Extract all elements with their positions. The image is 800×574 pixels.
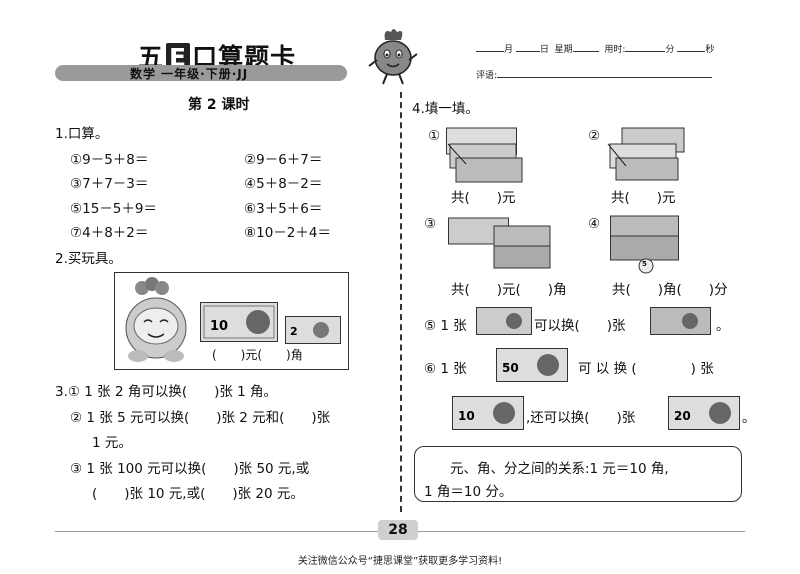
money-group-4 xyxy=(610,214,682,274)
q1-item: ⑥3＋5＋6＝ xyxy=(244,201,323,217)
q4-item5-pre: ⑤ 1 张 xyxy=(424,318,467,334)
money-group-3 xyxy=(448,214,552,270)
bill-value: 2 xyxy=(290,325,298,338)
q4-num-3: ③ xyxy=(424,216,437,232)
bill-value: 50 xyxy=(502,361,519,375)
subtitle-bar: 数学 一年级·下册·JJ xyxy=(55,65,347,81)
bill-item5-b xyxy=(650,307,712,335)
q4-item6-mid: 可 以 换 ( ) 张 xyxy=(578,361,714,377)
q4-item5-end: 。 xyxy=(716,318,730,334)
q1-item: ⑧10－2＋4＝ xyxy=(244,225,331,241)
note-text: 元、角、分之间的关系:1 元＝10 角, xyxy=(450,461,669,477)
q4-label: 4.填一填。 xyxy=(412,101,479,117)
q3-a: 3.① 1 张 2 角可以换( )张 1 角。 xyxy=(55,384,278,400)
q4-answer-2: 共( )元 xyxy=(611,190,676,206)
q3-c1: ③ 1 张 100 元可以换( )张 50 元,或 xyxy=(70,461,310,477)
bill-value: 10 xyxy=(458,409,475,423)
q1-label: 1.口算。 xyxy=(55,126,109,142)
q2-label: 2.买玩具。 xyxy=(55,251,122,267)
bill-item5-a xyxy=(476,307,532,335)
q2-price: ( )元( )角 xyxy=(212,348,303,362)
bill-2-jiao: 2 xyxy=(285,316,341,344)
footer-text: 关注微信公众号“捷思课堂”获取更多学习资料! xyxy=(297,556,503,567)
column-divider xyxy=(400,92,402,512)
bill-item6-20: 20 xyxy=(668,396,740,430)
q1-item: ④5＋8－2＝ xyxy=(244,176,323,192)
bill-item6-10: 10 xyxy=(452,396,524,430)
q4-num-2: ② xyxy=(588,128,601,144)
note-text-2: 1 角＝10 分。 xyxy=(424,484,513,500)
q3-c2: ( )张 10 元,或( )张 20 元。 xyxy=(92,486,304,502)
q4-item6-pre: ⑥ 1 张 xyxy=(424,361,467,377)
q4-num-4: ④ xyxy=(588,216,601,232)
toy-frame xyxy=(114,272,349,370)
q1-item: ⑤15－5＋9＝ xyxy=(70,201,157,217)
q4-item6-mid2: ,还可以换( )张 xyxy=(526,410,636,426)
q1-item: ③7＋7－3＝ xyxy=(70,176,149,192)
bill-10-yuan: 10 xyxy=(200,302,278,342)
q4-num-1: ① xyxy=(428,128,441,144)
q4-item6-end: 。 xyxy=(742,410,756,426)
note-box xyxy=(414,446,742,502)
q1-item: ②9－6＋7＝ xyxy=(244,152,323,168)
q1-item: ①9－5＋8＝ xyxy=(70,152,149,168)
bill-value: 10 xyxy=(210,319,228,334)
date-line: 月 日 星期 用时:分 秒 xyxy=(476,42,714,55)
q4-item5-mid: 可以换( )张 xyxy=(534,318,626,334)
bill-value: 20 xyxy=(674,409,691,423)
money-group-1 xyxy=(446,124,526,184)
bill-item6-50: 50 xyxy=(496,348,568,382)
comment-line: 评语: xyxy=(476,68,713,81)
mascot-image xyxy=(365,26,421,86)
lesson-title: 第 2 课时 xyxy=(188,97,250,113)
toy-monkey-image xyxy=(120,276,192,364)
subtitle: 数学 一年级·下册·JJ xyxy=(130,67,249,81)
money-group-2 xyxy=(606,124,686,184)
q3-b1: ② 1 张 5 元可以换( )张 2 元和( )张 xyxy=(70,410,331,426)
q3-b2: 1 元。 xyxy=(92,435,132,451)
page-number: 28 xyxy=(378,520,418,540)
q4-answer-3: 共( )元( )角 xyxy=(451,282,567,298)
q1-item: ⑦4＋8＋2＝ xyxy=(70,225,149,241)
coin-value: 5 xyxy=(642,260,647,268)
q4-answer-4: 共( )角( )分 xyxy=(612,282,728,298)
q4-answer-1: 共( )元 xyxy=(451,190,516,206)
